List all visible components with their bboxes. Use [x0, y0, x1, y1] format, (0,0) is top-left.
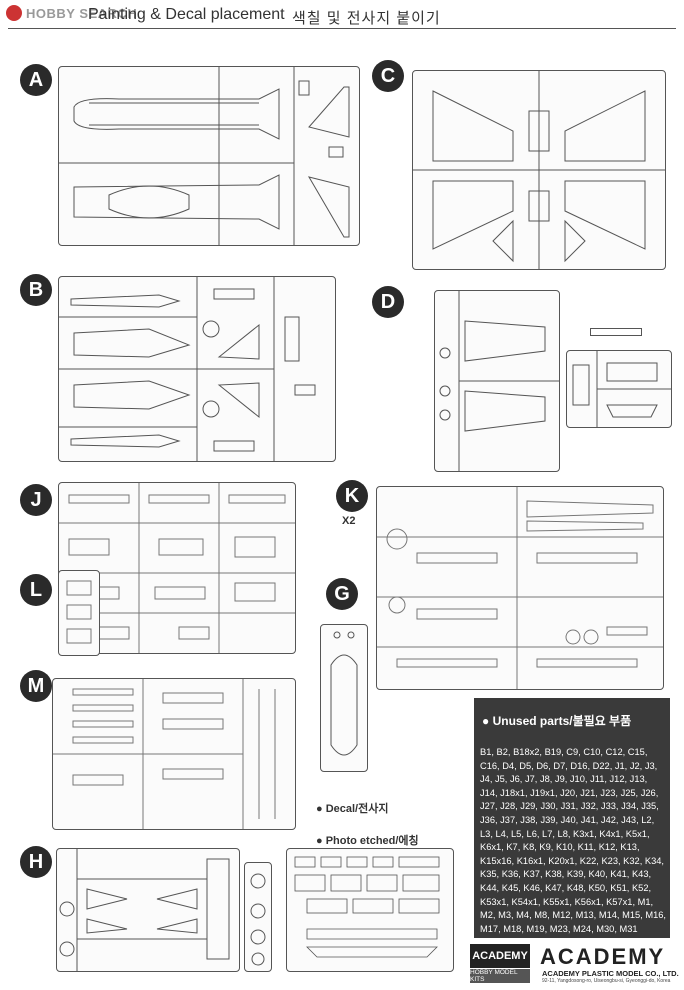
watermark: HOBBY SEARCH [6, 4, 137, 22]
sprue-d-small [566, 350, 672, 428]
header-divider [8, 28, 676, 29]
watermark-text: HOBBY SEARCH [26, 5, 138, 21]
sprue-h-wheels [244, 862, 272, 972]
sprue-a-drawing [59, 67, 350, 245]
sprue-c [412, 70, 666, 270]
sprue-l [58, 570, 100, 656]
academy-badge: ACADEMY HOBBY MODEL KITS [470, 944, 530, 984]
page-title: Painting & Decal placement [88, 6, 285, 23]
sprue-g-drawing [330, 631, 358, 756]
company-name: ACADEMY PLASTIC MODEL CO., LTD. [542, 969, 679, 978]
page-header: HOBBY SEARCH Painting & Decal placement … [0, 0, 684, 34]
sprue-d-drawing [439, 291, 559, 471]
section-label-m: M [20, 670, 52, 702]
section-label-c: C [372, 60, 404, 92]
sprue-h-wheels-drawing [250, 873, 266, 966]
section-label-d: D [372, 286, 404, 318]
watermark-logo-icon [6, 5, 22, 21]
sprue-h [56, 848, 240, 972]
sprue-c-drawing [413, 71, 665, 269]
photo-etched-drawing [294, 856, 440, 958]
section-label-a: A [20, 64, 52, 96]
sprue-m-drawing [53, 679, 276, 829]
sprue-d-small-drawing [572, 351, 671, 427]
sprue-k-drawing [377, 487, 663, 689]
photo-etched-fret [286, 848, 454, 972]
academy-badge-subtitle: HOBBY MODEL KITS [470, 969, 530, 983]
academy-badge-title: ACADEMY [470, 944, 530, 968]
photo-etched-note: ● Photo etched/에칭 [316, 835, 419, 847]
sprue-d [434, 290, 560, 472]
section-label-h: H [20, 846, 52, 878]
unused-parts-title: ● Unused parts/불필요 부품 [482, 714, 632, 728]
section-label-l: L [20, 574, 52, 606]
sprue-l-drawing [66, 580, 92, 644]
section-label-k: K [336, 480, 368, 512]
sprue-a [58, 66, 360, 246]
page-title-korean: 색칠 및 전사지 붙이기 [292, 10, 441, 27]
section-label-b: B [20, 274, 52, 306]
academy-logo: ACADEMY [540, 944, 666, 969]
section-label-g: G [326, 578, 358, 610]
loose-part-rod [590, 328, 642, 336]
sprue-b-drawing [59, 277, 316, 461]
sprue-b [58, 276, 336, 462]
sprue-h-drawing [59, 849, 230, 971]
decal-note: ● Decal/전사지 [316, 803, 389, 815]
sprue-k-multiplier: X2 [342, 515, 356, 527]
unused-parts-list: B1, B2, B18x2, B19, C9, C10, C12, C15, C… [480, 747, 666, 934]
company-address: 92-11, Yangdosong-ro, Uiseongbu-si, Gyeo… [542, 978, 671, 984]
section-label-j: J [20, 484, 52, 516]
sprue-g [320, 624, 368, 772]
unused-parts-box: ● Unused parts/불필요 부품 B1, B2, B18x2, B19… [474, 698, 670, 938]
sprue-k [376, 486, 664, 690]
sprue-m [52, 678, 296, 830]
